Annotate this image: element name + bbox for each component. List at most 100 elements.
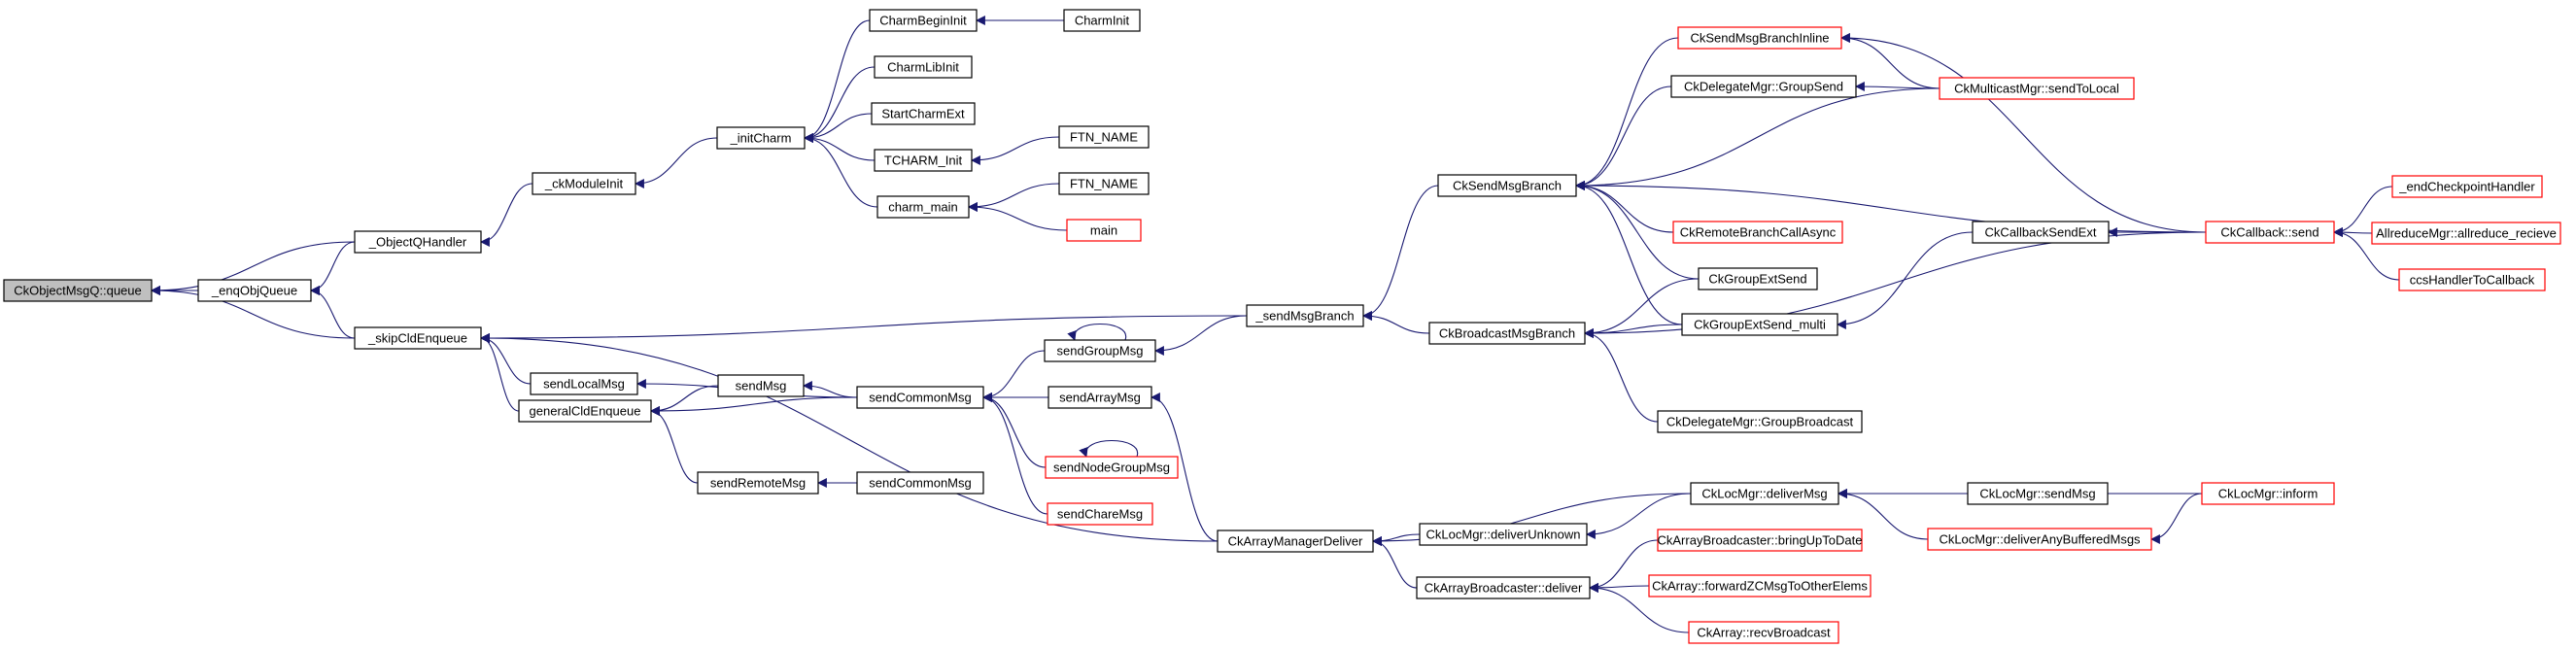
node-dmgs[interactable]: CkDelegateMgr::GroupSend (1670, 75, 1857, 98)
node-root[interactable]: CkObjectMsgQ::queue (3, 279, 153, 302)
node-box (1045, 456, 1179, 479)
node-dmgb[interactable]: CkDelegateMgr::GroupBroadcast (1657, 410, 1863, 433)
node-label: sendLocalMsg (543, 377, 625, 392)
node-box (1047, 502, 1153, 526)
node-ldm[interactable]: CkLocMgr::deliverMsg (1690, 482, 1839, 505)
node-cinit[interactable]: CharmInit (1063, 9, 1141, 32)
node-label: CkMulticastMgr::sendToLocal (1954, 82, 2119, 96)
node-box (1048, 386, 1152, 409)
node-enq[interactable]: _enqObjQueue (197, 279, 312, 302)
node-box (2201, 482, 2335, 505)
node-ech[interactable]: _endCheckpointHandler (2391, 175, 2543, 198)
edge-skip-to-enq (310, 286, 356, 339)
edge-smsg-to-gce (650, 385, 719, 416)
node-label: CkLocMgr::deliverMsg (1701, 487, 1827, 501)
edge-sgm-to-sgm (1067, 324, 1126, 341)
node-box (1657, 410, 1863, 433)
node-lsm[interactable]: CkLocMgr::sendMsg (1967, 482, 2109, 505)
node-cbse[interactable]: CkCallbackSendExt (1972, 221, 2110, 244)
node-main[interactable]: main (1066, 219, 1142, 242)
node-cbmb[interactable]: CkBroadcastMsgBranch (1428, 322, 1586, 345)
node-arb[interactable]: CkArray::recvBroadcast (1688, 621, 1839, 644)
edge-tch-to-initc (804, 133, 876, 161)
node-abd[interactable]: CkArrayBroadcaster::deliver (1416, 576, 1591, 599)
node-sam[interactable]: sendArrayMsg (1048, 386, 1152, 409)
node-label: CharmLibInit (887, 60, 959, 75)
edge-ckmod-to-objq (480, 183, 533, 247)
edge-ldm-to-ldu (1586, 493, 1692, 539)
node-smb[interactable]: _sendMsgBranch (1246, 304, 1364, 327)
edge-linf-to-labm (2150, 493, 2203, 544)
node-initc[interactable]: _initCharm (716, 126, 806, 150)
node-afz[interactable]: CkArray::forwardZCMsgToOtherElems (1648, 574, 1872, 598)
node-label: FTN_NAME (1070, 177, 1138, 191)
node-box (2391, 175, 2543, 198)
edge-dmgb-to-cbmb (1584, 328, 1659, 423)
node-labm[interactable]: CkLocMgr::deliverAnyBufferedMsgs (1927, 528, 2152, 551)
edge-cbmb-to-smb (1362, 311, 1430, 334)
node-label: _enqObjQueue (211, 284, 297, 298)
node-tch[interactable]: TCHARM_Init (874, 149, 973, 172)
node-box (1972, 221, 2110, 244)
node-box (2205, 221, 2335, 244)
node-box (1058, 172, 1150, 195)
node-ldu[interactable]: CkLocMgr::deliverUnknown (1419, 523, 1588, 546)
edge-sngm-to-sngm (1079, 440, 1138, 458)
edge-ftn1-to-tch (971, 136, 1060, 165)
node-ckmod[interactable]: _ckModuleInit (532, 172, 636, 195)
node-scm2[interactable]: sendCommonMsg (856, 471, 984, 495)
node-schm[interactable]: sendChareMsg (1047, 502, 1153, 526)
node-label: CkCallbackSendExt (1985, 225, 2097, 240)
node-clib[interactable]: CharmLibInit (874, 55, 973, 79)
node-amd[interactable]: CkArrayManagerDeliver (1217, 529, 1374, 553)
node-label: CkGroupExtSend (1708, 272, 1806, 287)
node-gce[interactable]: generalCldEnqueue (518, 399, 652, 423)
node-sce[interactable]: StartCharmExt (871, 102, 976, 125)
node-cbs[interactable]: CkCallback::send (2205, 221, 2335, 244)
node-objq[interactable]: _ObjectQHandler (354, 230, 482, 254)
node-label: _ckModuleInit (544, 177, 624, 191)
node-label: CkArrayBroadcaster::bringUpToDate (1658, 533, 1863, 548)
node-cksmb[interactable]: CkSendMsgBranch (1437, 174, 1577, 197)
edge-scm-to-smsg (803, 381, 858, 398)
node-label: sendGroupMsg (1057, 344, 1144, 359)
node-mmstl[interactable]: CkMulticastMgr::sendToLocal (1939, 77, 2135, 100)
node-srm[interactable]: sendRemoteMsg (697, 471, 819, 495)
node-gesm[interactable]: CkGroupExtSend_multi (1681, 313, 1838, 336)
edge-cbs-to-cksmb (1575, 181, 2207, 233)
node-label: FTN_NAME (1070, 130, 1138, 145)
node-label: CkGroupExtSend_multi (1694, 318, 1826, 332)
edge-slm-to-skip (480, 333, 532, 385)
edge-abu-to-abd (1589, 539, 1659, 593)
node-cmain[interactable]: charm_main (876, 195, 970, 219)
node-ftn1[interactable]: FTN_NAME (1058, 125, 1150, 149)
node-box (1939, 77, 2135, 100)
node-label: CkCallback::send (2220, 225, 2318, 240)
node-rbca[interactable]: CkRemoteBranchCallAsync (1672, 221, 1843, 244)
node-ccs[interactable]: ccsHandlerToCallback (2398, 268, 2546, 291)
node-label: _sendMsgBranch (1254, 309, 1354, 324)
node-box (1428, 322, 1586, 345)
edge-srm-to-gce (650, 406, 699, 484)
node-smbi[interactable]: CkSendMsgBranchInline (1677, 26, 1842, 50)
node-label: sendCommonMsg (869, 391, 972, 405)
node-linf[interactable]: CkLocMgr::inform (2201, 482, 2335, 505)
node-arr[interactable]: AllreduceMgr::allreduce_recieve (2371, 222, 2561, 245)
edge-abd-to-amd (1372, 536, 1418, 589)
node-skip[interactable]: _skipCldEnqueue (354, 326, 482, 350)
node-cbi[interactable]: CharmBeginInit (869, 9, 978, 32)
node-box (1657, 529, 1863, 552)
node-box (1698, 267, 1818, 290)
node-sngm[interactable]: sendNodeGroupMsg (1045, 456, 1179, 479)
node-sgm[interactable]: sendGroupMsg (1044, 339, 1156, 362)
node-smsg[interactable]: sendMsg (717, 374, 805, 397)
node-slm[interactable]: sendLocalMsg (530, 372, 638, 395)
node-box (856, 386, 984, 409)
node-ftn2[interactable]: FTN_NAME (1058, 172, 1150, 195)
node-abu[interactable]: CkArrayBroadcaster::bringUpToDate (1657, 529, 1863, 552)
node-scm[interactable]: sendCommonMsg (856, 386, 984, 409)
node-box (1416, 576, 1591, 599)
node-ges[interactable]: CkGroupExtSend (1698, 267, 1818, 290)
node-label: CkLocMgr::deliverUnknown (1426, 528, 1581, 542)
